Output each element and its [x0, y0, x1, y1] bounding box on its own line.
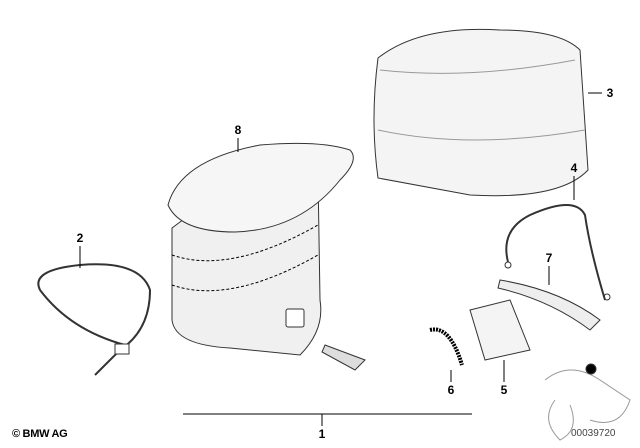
callout-5: 5: [500, 383, 508, 397]
callout-8: 8: [234, 123, 242, 137]
strap: [37, 263, 152, 376]
diagram-id: 00039720: [571, 428, 616, 439]
motorcycle-icon: [544, 369, 631, 441]
tank-bag-lid: [167, 142, 354, 233]
position-marker: [585, 363, 597, 375]
callout-4: 4: [570, 161, 578, 175]
elastic-cord: [505, 204, 606, 301]
callout-6: 6: [447, 383, 455, 397]
callout-2: 2: [76, 231, 84, 245]
adhesive-strip: [497, 279, 601, 331]
label-plate: [469, 299, 531, 361]
rain-cover: [373, 28, 589, 197]
copyright: © BMW AG: [12, 428, 68, 440]
callout-1: 1: [318, 427, 326, 441]
callout-3: 3: [606, 86, 614, 100]
callout-7: 7: [545, 251, 553, 265]
zip-puller: [429, 327, 464, 366]
